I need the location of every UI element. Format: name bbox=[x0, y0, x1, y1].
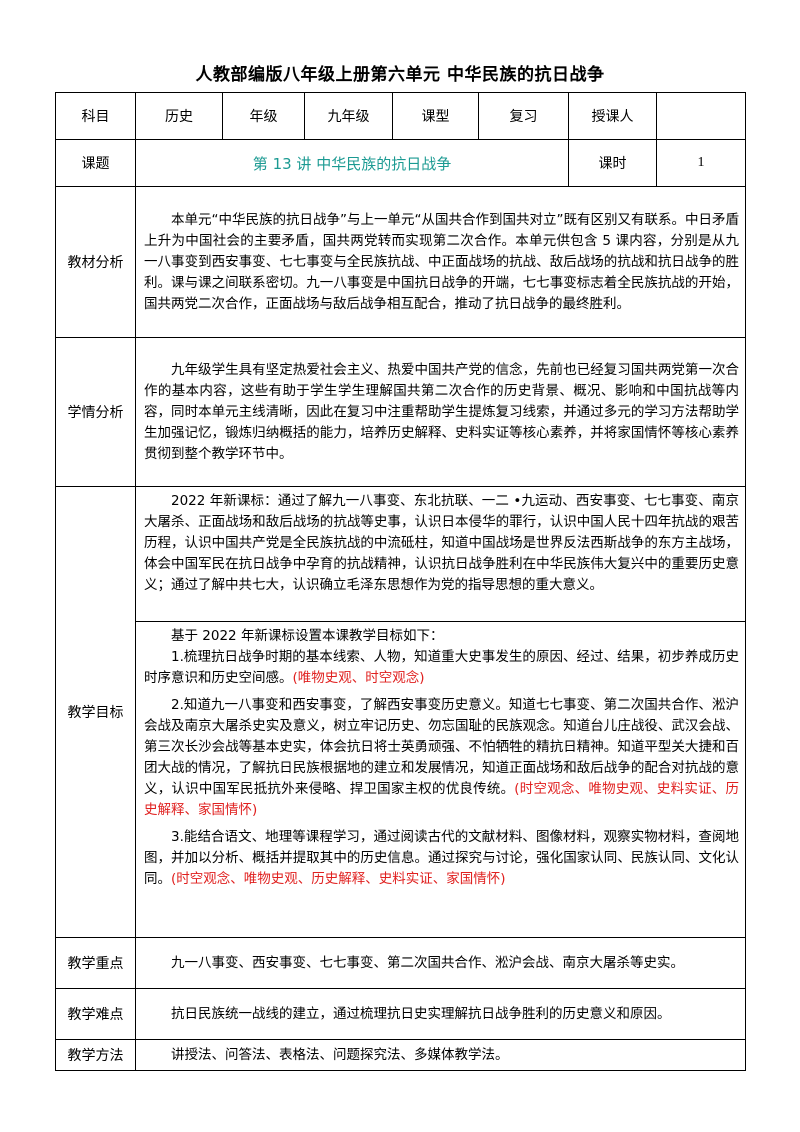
material-row: 教材分析 本单元“中华民族的抗日战争”与上一单元“从国共合作到国共对立”既有区别… bbox=[55, 186, 746, 338]
document-title: 人教部编版八年级上册第六单元 中华民族的抗日战争 bbox=[195, 65, 605, 85]
subject-value: 历史 bbox=[135, 92, 223, 140]
hours-label: 课时 bbox=[568, 139, 657, 187]
key-points-text: 九一八事变、西安事变、七七事变、第二次国共合作、淞沪会战、南京大屠杀等史实。 bbox=[135, 937, 746, 989]
methods-text: 讲授法、问答法、表格法、问题探究法、多媒体教学法。 bbox=[135, 1039, 746, 1071]
objectives-list: 基于 2022 年新课标设置本课教学目标如下： 1.梳理抗日战争时期的基本线索、… bbox=[136, 621, 745, 937]
type-label: 课型 bbox=[392, 92, 479, 140]
subject-label: 科目 bbox=[55, 92, 136, 140]
key-points-label: 教学重点 bbox=[55, 937, 136, 989]
students-row: 学情分析 九年级学生具有坚定热爱社会主义、热爱中国共产党的信念，先前也已经复习国… bbox=[55, 337, 746, 487]
teacher-label: 授课人 bbox=[568, 92, 657, 140]
lesson-plan-table: 科目 历史 年级 九年级 课型 复习 授课人 课题 第 13 讲 中华民族的抗日… bbox=[55, 92, 746, 1071]
topic-row: 课题 第 13 讲 中华民族的抗日战争 课时 1 bbox=[55, 139, 746, 187]
type-value: 复习 bbox=[478, 92, 569, 140]
objective-item-1: 1.梳理抗日战争时期的基本线索、人物，知道重大史事发生的原因、经过、结果，初步养… bbox=[144, 649, 739, 686]
methods-row: 教学方法 讲授法、问答法、表格法、问题探究法、多媒体教学法。 bbox=[55, 1039, 746, 1071]
objective-tag-2: (时空观念、唯物史观、史料实证、历史解释、家国情怀) bbox=[144, 781, 739, 818]
hours-value: 1 bbox=[656, 139, 746, 187]
difficulties-text: 抗日民族统一战线的建立，通过梳理抗日史实理解抗日战争胜利的历史意义和原因。 bbox=[135, 988, 746, 1040]
objectives-row: 教学目标 2022 年新课标：通过了解九一八事变、东北抗联、一二 •九运动、西安… bbox=[55, 486, 746, 938]
header-row: 科目 历史 年级 九年级 课型 复习 授课人 bbox=[55, 92, 746, 140]
teacher-value bbox=[656, 92, 746, 140]
objective-item-2: 2.知道九一八事变和西安事变，了解西安事变历史意义。知道七七事变、第二次国共合作… bbox=[144, 697, 739, 818]
objectives-label: 教学目标 bbox=[55, 486, 136, 938]
objective-tag-3: (时空观念、唯物史观、历史解释、史料实证、家国情怀) bbox=[171, 871, 506, 887]
grade-value: 九年级 bbox=[304, 92, 393, 140]
material-label: 教材分析 bbox=[55, 186, 136, 338]
difficulties-label: 教学难点 bbox=[55, 988, 136, 1040]
students-text: 九年级学生具有坚定热爱社会主义、热爱中国共产党的信念，先前也已经复习国共两党第一… bbox=[135, 337, 746, 487]
students-label: 学情分析 bbox=[55, 337, 136, 487]
grade-label: 年级 bbox=[222, 92, 305, 140]
topic-label: 课题 bbox=[55, 139, 136, 187]
objective-item-3: 3.能结合语文、地理等课程学习，通过阅读古代的文献材料、图像材料，观察实物材料，… bbox=[144, 829, 739, 887]
key-points-row: 教学重点 九一八事变、西安事变、七七事变、第二次国共合作、淞沪会战、南京大屠杀等… bbox=[55, 937, 746, 989]
difficulties-row: 教学难点 抗日民族统一战线的建立，通过梳理抗日史实理解抗日战争胜利的历史意义和原… bbox=[55, 988, 746, 1040]
objective-tag-1: (唯物史观、时空观念) bbox=[292, 670, 425, 686]
material-text: 本单元“中华民族的抗日战争”与上一单元“从国共合作到国共对立”既有区别又有联系。… bbox=[135, 186, 746, 338]
topic-value: 第 13 讲 中华民族的抗日战争 bbox=[135, 139, 569, 187]
standard-text: 2022 年新课标：通过了解九一八事变、东北抗联、一二 •九运动、西安事变、七七… bbox=[144, 493, 739, 593]
methods-label: 教学方法 bbox=[55, 1039, 136, 1071]
objectives-intro: 基于 2022 年新课标设置本课教学目标如下： bbox=[171, 628, 444, 644]
